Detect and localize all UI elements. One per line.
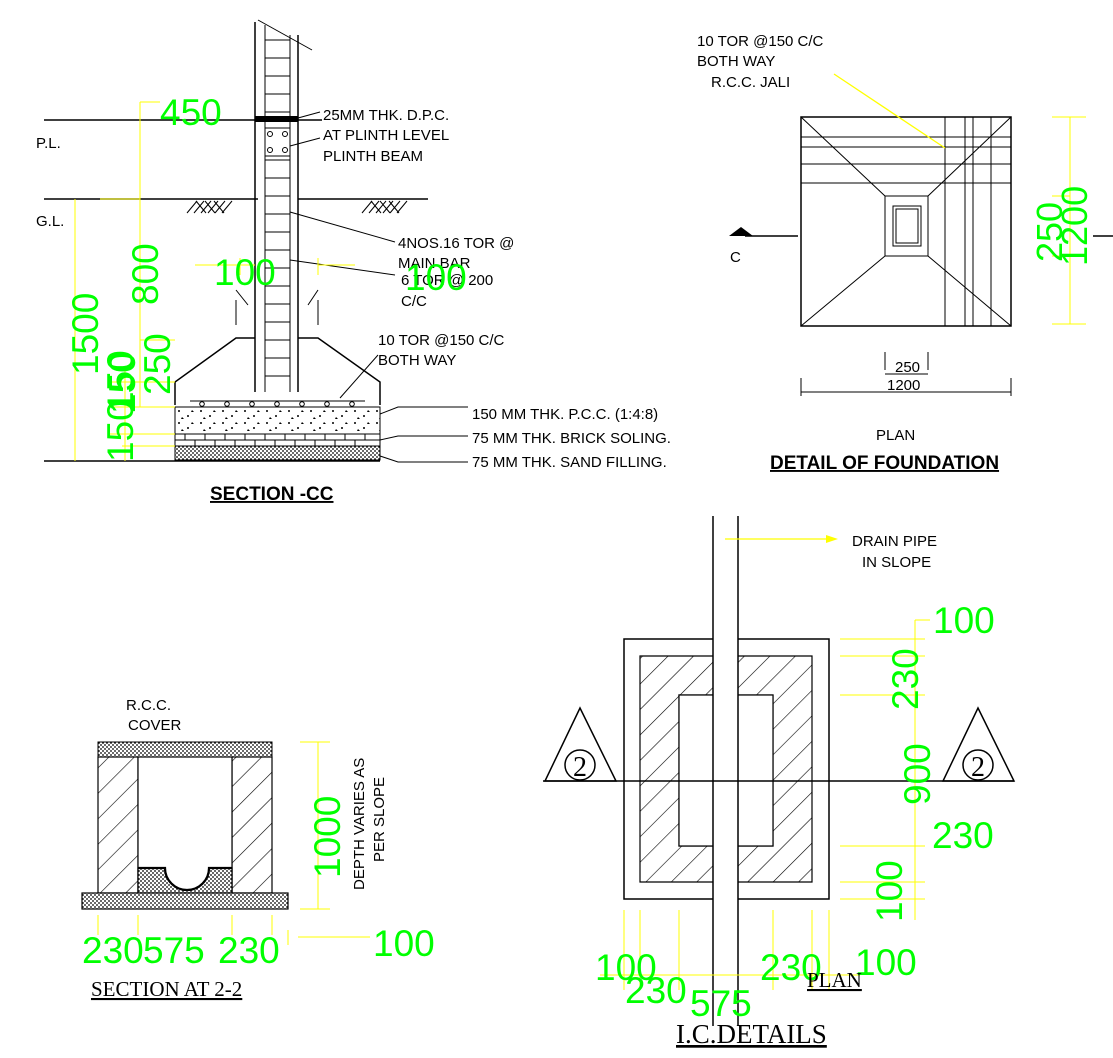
- mesh-bar-dots: [199, 401, 355, 407]
- jali-note-2: BOTH WAY: [697, 53, 775, 70]
- dim-ic-100-c: 100: [855, 942, 917, 983]
- foundation-title: DETAIL OF FOUNDATION: [770, 453, 999, 474]
- drain-note-2: IN SLOPE: [862, 554, 931, 571]
- section-marker-right-label: 2: [971, 752, 985, 783]
- section-2-2-title: SECTION AT 2-2: [91, 977, 242, 1001]
- ic-title: I.C.DETAILS: [676, 1019, 827, 1049]
- mesh-note-1: 10 TOR @150 C/C: [378, 332, 505, 349]
- dim-ic-230-right: 230: [932, 815, 994, 856]
- foundation-plan-label: PLAN: [876, 427, 915, 444]
- drain-note-1: DRAIN PIPE: [852, 533, 937, 550]
- dpc-note-3: PLINTH BEAM: [323, 148, 423, 165]
- dim-label-250: 250: [895, 359, 920, 376]
- dpc-layer: [255, 116, 298, 122]
- dim-ic-900: 900: [897, 743, 938, 805]
- cover-note-1: R.C.C.: [126, 697, 171, 714]
- jali-note-1: 10 TOR @150 C/C: [697, 33, 824, 50]
- brick-layer-label: 75 MM THK. BRICK SOLING.: [472, 430, 671, 447]
- dpc-note-1: 25MM THK. D.P.C.: [323, 107, 449, 124]
- jali-note-3: R.C.C. JALI: [711, 74, 790, 91]
- dim-1000: 1000: [307, 796, 348, 878]
- gl-label: G.L.: [36, 213, 64, 230]
- column-plan-box: [884, 195, 929, 257]
- cover-note-2: COVER: [128, 717, 182, 734]
- dim-ic-230-bottom: 230: [625, 970, 687, 1011]
- section-c-arrow: [729, 227, 753, 236]
- dim-100-a: 100: [214, 252, 276, 293]
- dim-230-a: 230: [82, 930, 144, 971]
- sand-layer-label: 75 MM THK. SAND FILLING.: [472, 454, 667, 471]
- dim-ic-575: 575: [690, 983, 752, 1024]
- section-cc-title: SECTION -CC: [210, 484, 334, 505]
- dim-100: 100: [373, 923, 435, 964]
- pcc-layer: [174, 406, 381, 435]
- dim-v-250: 250: [1029, 202, 1070, 262]
- depth-note-1: DEPTH VARIES AS: [351, 758, 368, 890]
- depth-note-2: PER SLOPE: [371, 777, 388, 862]
- column-ties: [265, 39, 290, 377]
- dim-150-c: 150: [100, 400, 141, 462]
- jali-bars: [801, 117, 1011, 326]
- dim-ic-100-top: 100: [933, 600, 995, 641]
- dim-ic-230-top: 230: [885, 648, 926, 710]
- dim-575: 575: [143, 930, 205, 971]
- ic-details: 2 2 DRAIN PIPE IN SLOPE 100 230 900 230 …: [543, 516, 1016, 1049]
- dim-230-b: 230: [218, 930, 280, 971]
- ground-hatch-right: [361, 200, 408, 214]
- section-cc-dimension-lines: [74, 101, 355, 461]
- mesh-note-2: BOTH WAY: [378, 352, 456, 369]
- dim-v-1200: 1200: [1054, 186, 1095, 266]
- section-2-2: R.C.C. COVER DEPTH VARIES AS PER SLOPE 1…: [81, 697, 435, 1001]
- section-c-label: C: [730, 249, 741, 266]
- dim-ic-100-bottom: 100: [595, 947, 657, 988]
- pcc-layer-label: 150 MM THK. P.C.C. (1:4:8): [472, 406, 658, 423]
- section-marker-left: [543, 706, 618, 782]
- plinth-beam: [264, 127, 291, 157]
- ic-plan-label: PLAN: [807, 968, 862, 992]
- dim-150-a: 150: [100, 350, 141, 412]
- section-cc: P.L. G.L. 25MM THK. D.P.C. AT PLINTH LEV…: [36, 19, 671, 505]
- ground-hatch-left: [186, 200, 233, 214]
- dim-450: 450: [160, 92, 222, 133]
- dim-ic-100-right: 100: [869, 860, 910, 922]
- footing-left-slope: [174, 337, 255, 405]
- dim-100-b: 100: [405, 257, 467, 298]
- main-bar-note-2: MAIN BAR: [398, 255, 471, 272]
- dim-label-1200: 1200: [887, 377, 920, 394]
- dim-150-b: 150: [102, 352, 143, 414]
- dim-250: 250: [137, 333, 178, 395]
- ring-note-1: 6 TOR @ 200: [401, 272, 493, 289]
- pl-label: P.L.: [36, 135, 61, 152]
- section-marker-right: [941, 706, 1016, 782]
- foundation-detail: 10 TOR @150 C/C BOTH WAY R.C.C. JALI C 2…: [697, 33, 1113, 474]
- sand-filling-layer: [174, 445, 381, 461]
- chamber-wall-left: [97, 756, 139, 894]
- dim-800: 800: [125, 243, 166, 305]
- main-bar-note-1: 4NOS.16 TOR @: [398, 235, 514, 252]
- chamber-wall-right: [231, 756, 273, 894]
- ring-note-2: C/C: [401, 293, 427, 310]
- dpc-note-2: AT PLINTH LEVEL: [323, 127, 449, 144]
- footing-right-slope: [298, 337, 381, 405]
- dim-ic-230-c: 230: [760, 947, 822, 988]
- section-marker-left-label: 2: [573, 752, 587, 783]
- base-slab: [81, 892, 289, 910]
- dim-1500: 1500: [65, 293, 106, 375]
- footing-plan-outline: [800, 116, 1012, 327]
